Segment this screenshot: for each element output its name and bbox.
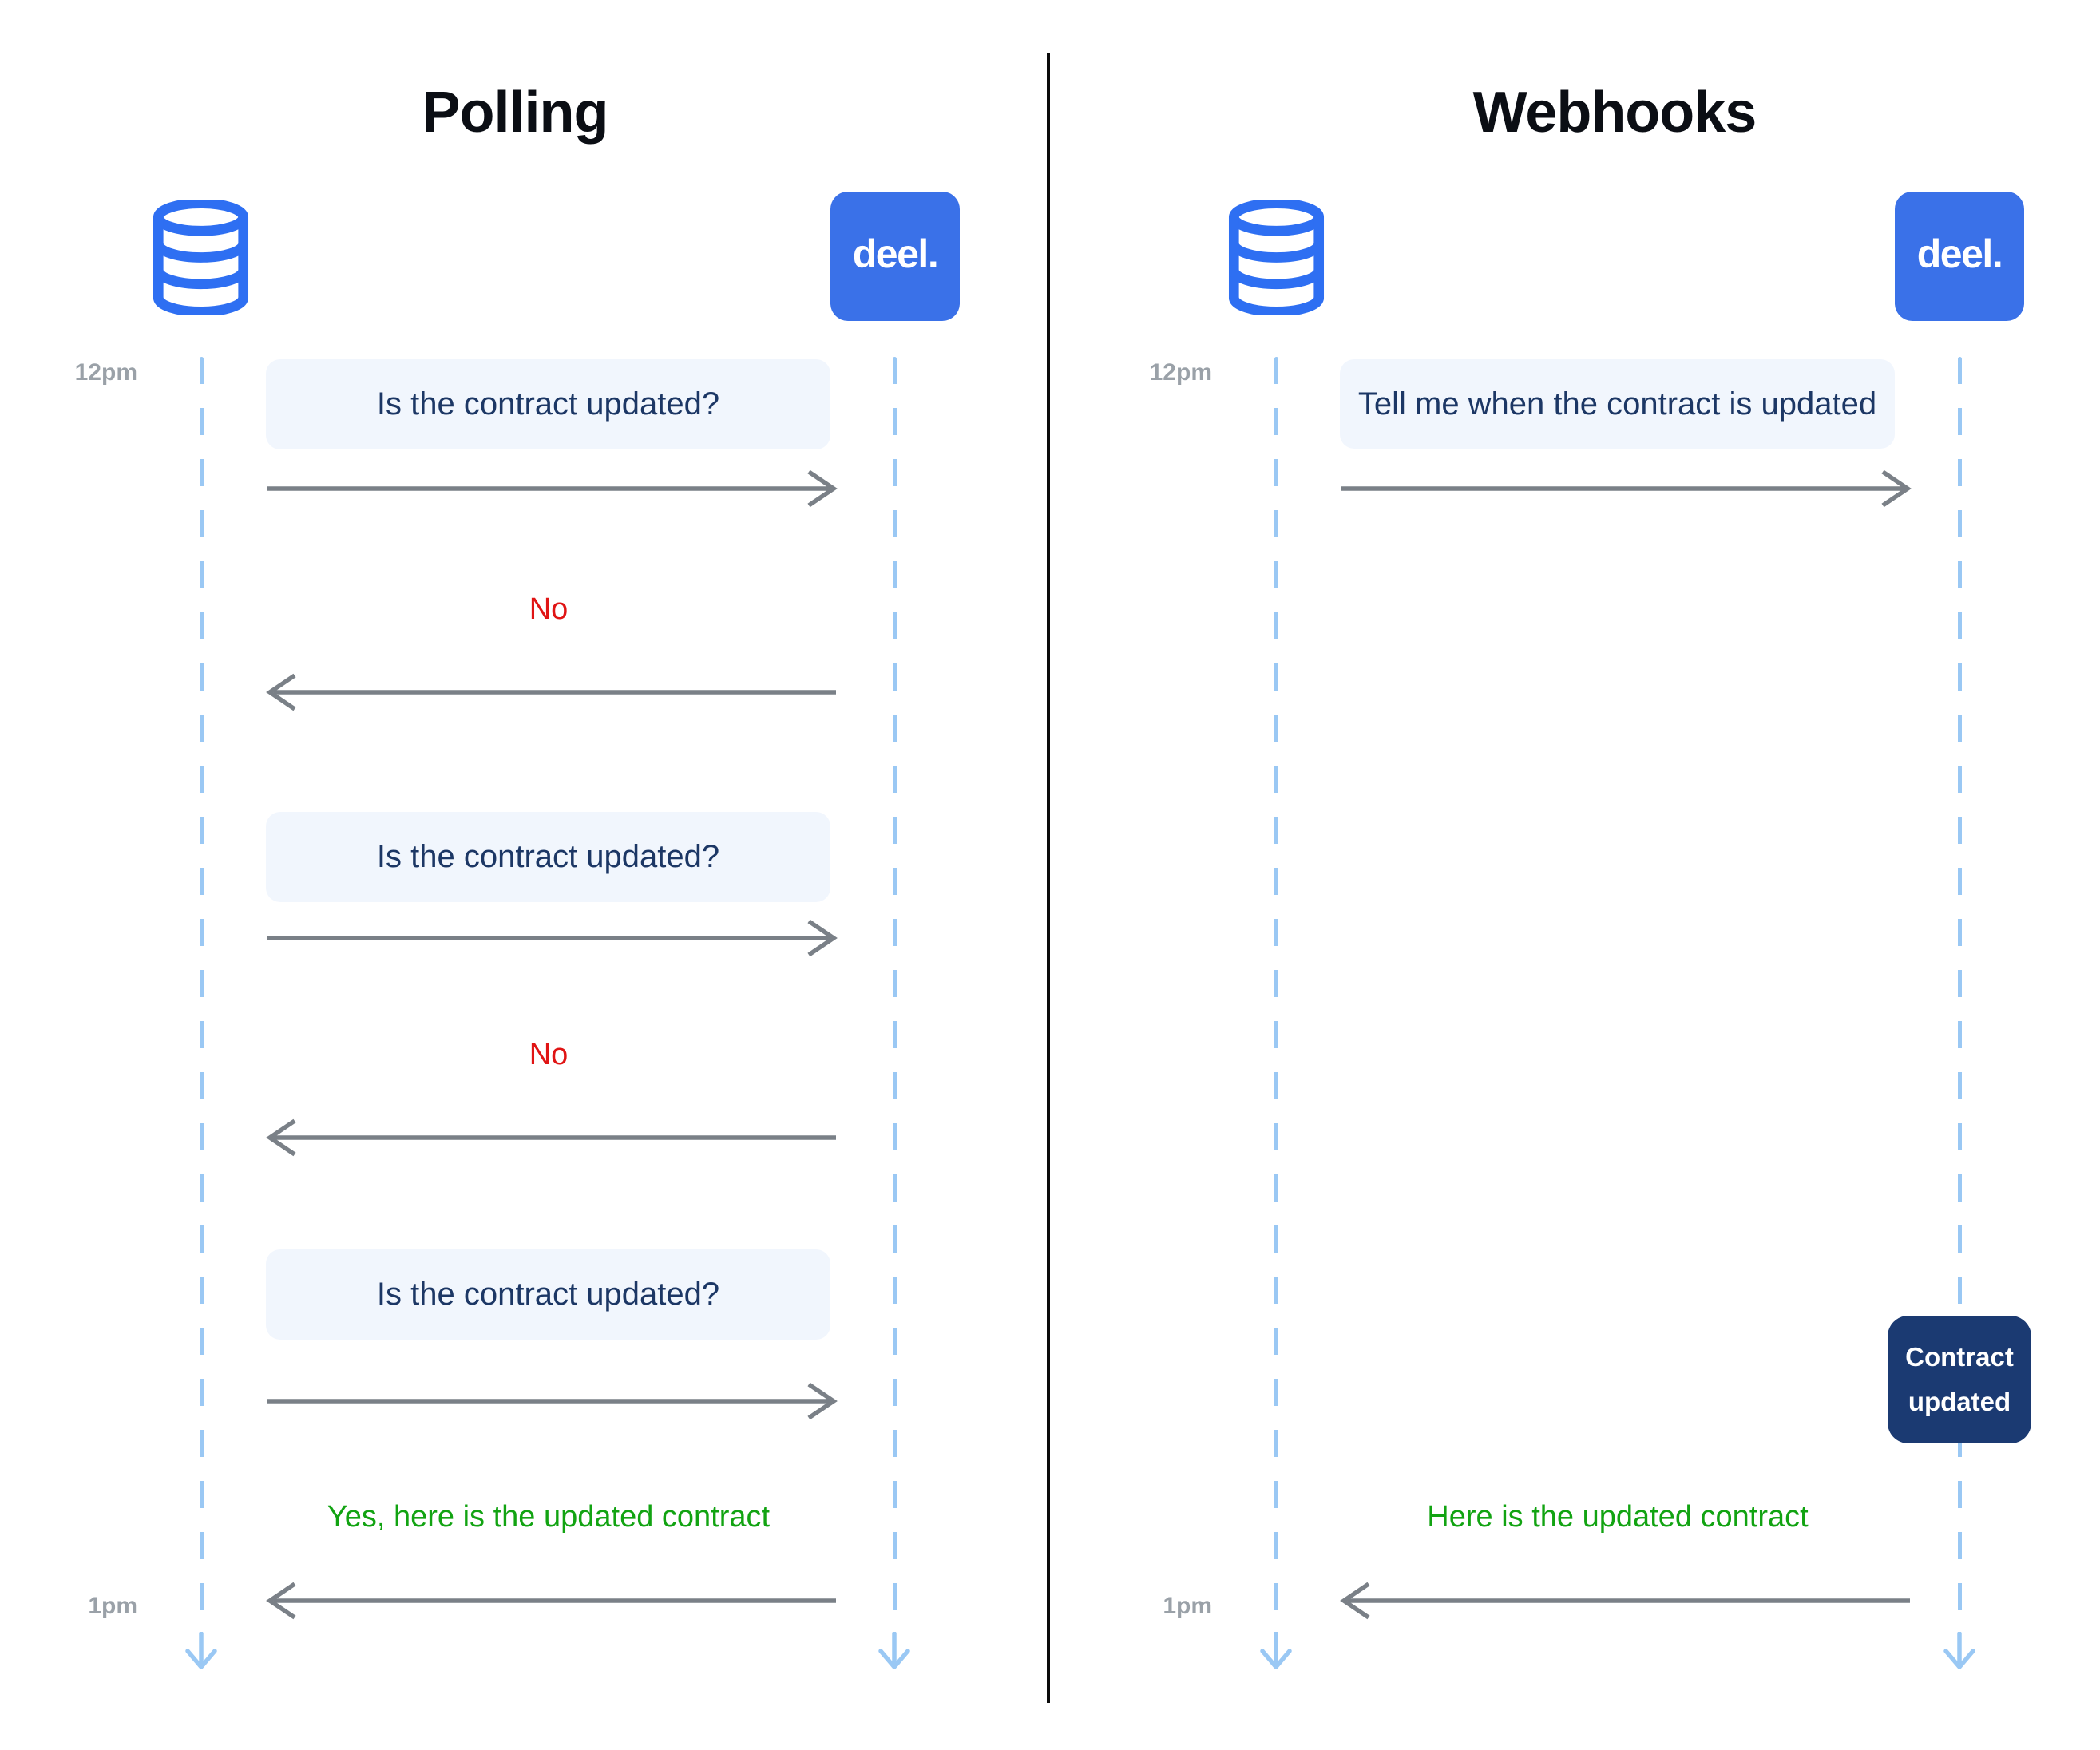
polling-title: Polling — [422, 81, 609, 145]
lifeline-end-arrow-database — [1260, 1632, 1292, 1669]
subscription-message-box: Tell me when the contract is updated — [1340, 359, 1895, 449]
lifeline-end-arrow-database — [185, 1632, 217, 1669]
request-message-text-1: Is the contract updated? — [376, 386, 720, 422]
delivery-arrow — [1340, 1582, 1910, 1620]
webhooks-title: Webhooks — [1472, 81, 1757, 145]
contract-updated-event-box: Contract updated — [1888, 1316, 2031, 1443]
request-message-box-3: Is the contract updated? — [266, 1249, 830, 1340]
request-message-box-2: Is the contract updated? — [266, 812, 830, 902]
response-label-no-2: No — [529, 1038, 569, 1071]
request-arrow-2 — [267, 919, 838, 957]
subscription-message-text: Tell me when the contract is updated — [1357, 386, 1877, 422]
lifeline-deel — [1958, 357, 1962, 1622]
response-label-no-1: No — [529, 592, 569, 626]
positive-response-label: Yes, here is the updated contract — [327, 1500, 771, 1534]
time-label-12pm: 12pm — [1149, 359, 1212, 386]
request-arrow-3 — [267, 1382, 838, 1420]
response-arrow-1 — [266, 673, 836, 711]
request-message-text-2: Is the contract updated? — [376, 839, 720, 874]
subscription-arrow — [1341, 469, 1912, 508]
time-label-1pm: 1pm — [88, 1593, 137, 1619]
lifeline-end-arrow-deel — [1943, 1632, 1975, 1669]
deel-logo: deel. — [830, 192, 960, 321]
request-message-box-1: Is the contract updated? — [266, 359, 830, 449]
lifeline-database — [1274, 357, 1278, 1622]
time-label-12pm: 12pm — [74, 359, 137, 386]
deel-logo: deel. — [1895, 192, 2024, 321]
response-arrow-3 — [266, 1582, 836, 1620]
request-arrow-1 — [267, 469, 838, 508]
contract-updated-event-text: Contract updated — [1905, 1342, 2014, 1416]
lifeline-database — [200, 357, 204, 1622]
deel-logo-text: deel. — [852, 232, 939, 276]
database-icon — [1228, 200, 1325, 315]
lifeline-end-arrow-deel — [878, 1632, 910, 1669]
request-message-text-3: Is the contract updated? — [376, 1277, 720, 1312]
panel-divider — [1047, 53, 1050, 1703]
delivery-label: Here is the updated contract — [1427, 1500, 1809, 1534]
deel-logo-text: deel. — [1916, 232, 2003, 276]
response-arrow-2 — [266, 1118, 836, 1157]
time-label-1pm: 1pm — [1163, 1593, 1212, 1619]
database-icon — [153, 200, 249, 315]
lifeline-deel — [893, 357, 897, 1622]
